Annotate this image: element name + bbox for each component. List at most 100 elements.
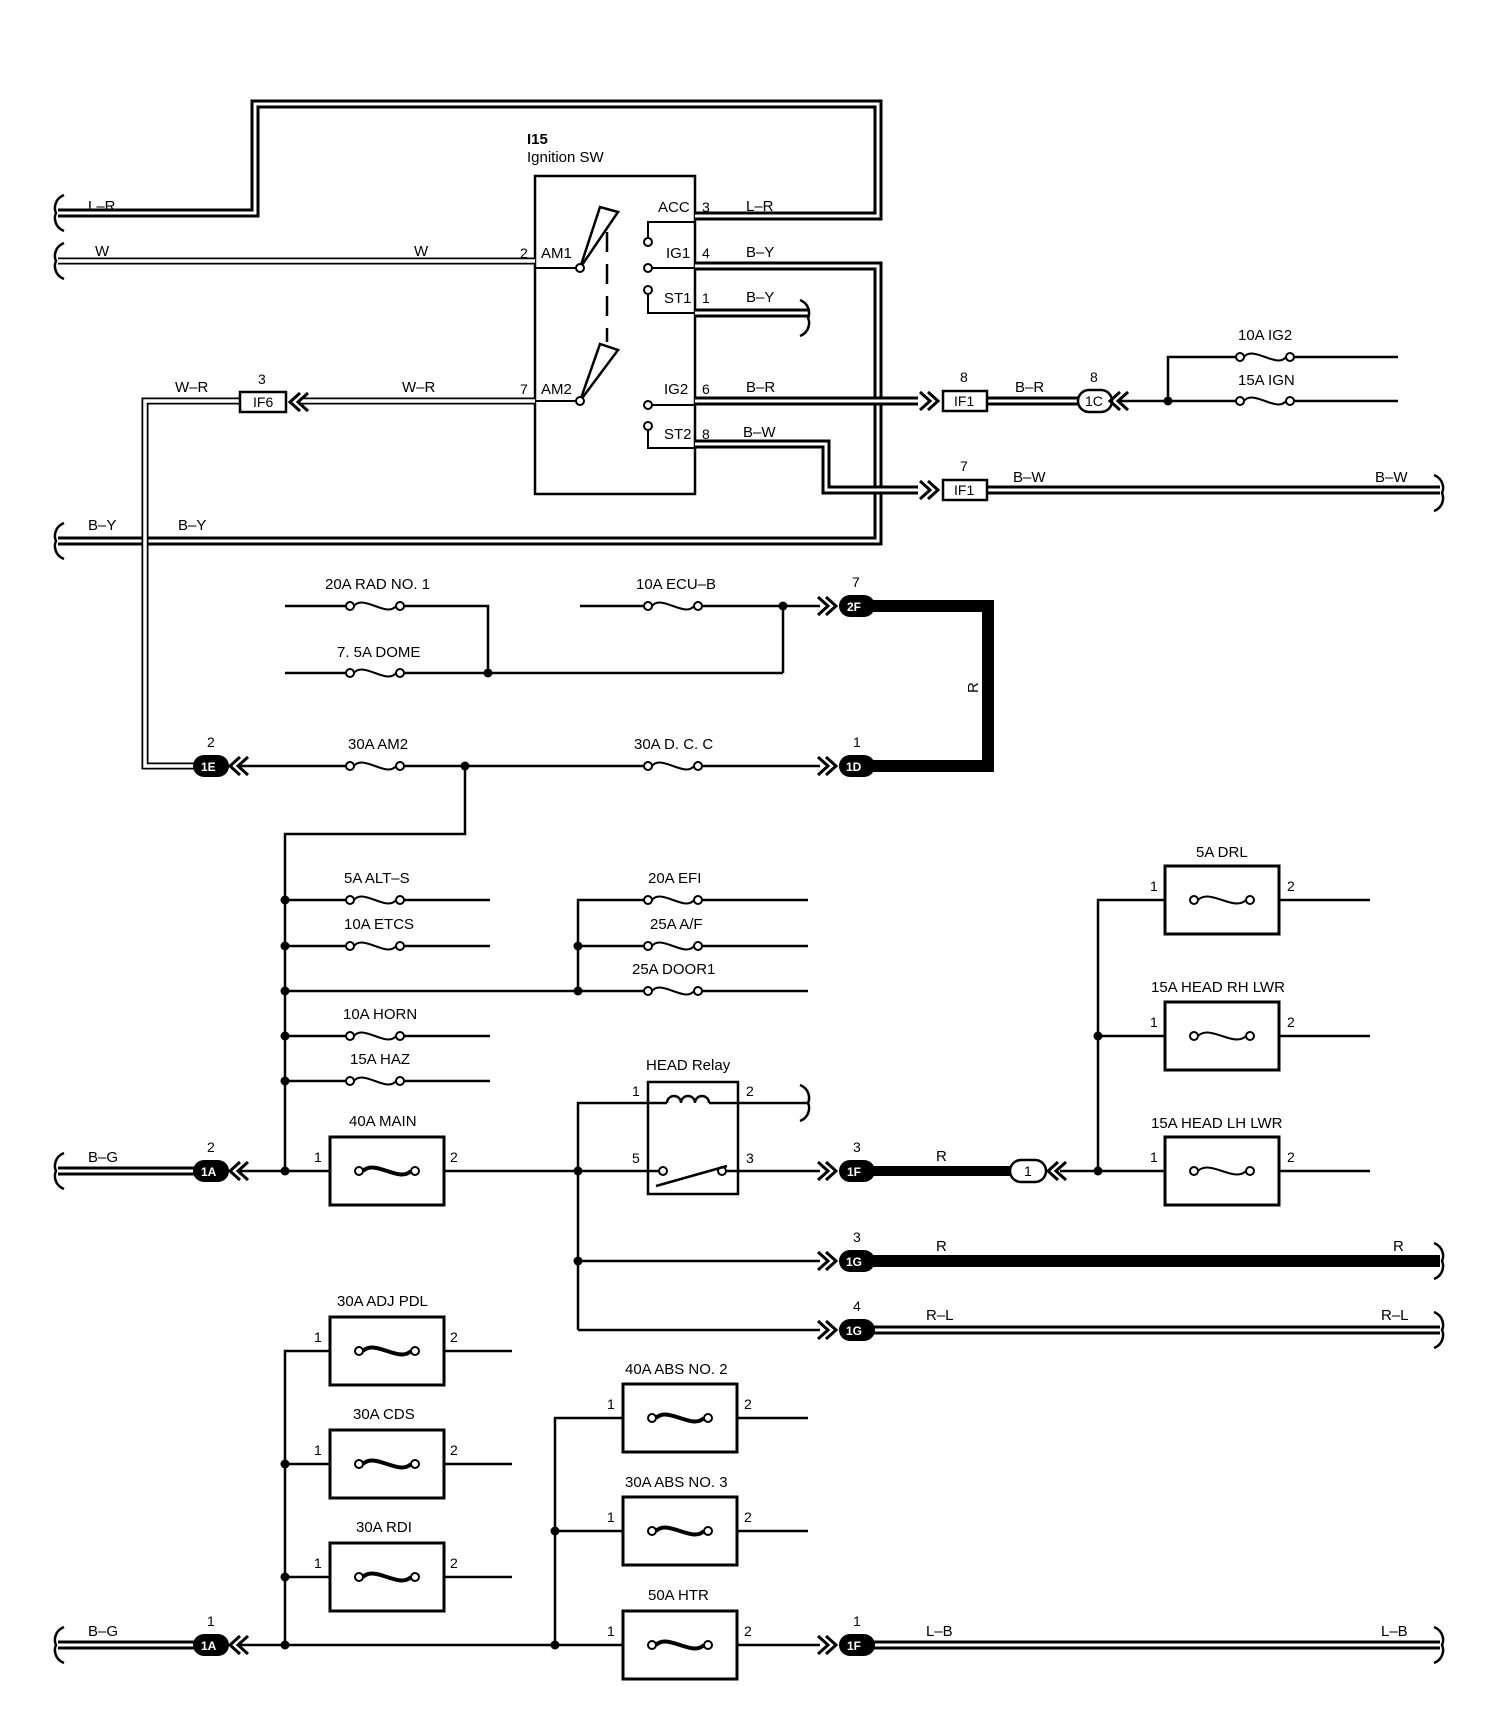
- connector-1c: 1C 8: [1076, 369, 1130, 414]
- svg-text:IF1: IF1: [954, 393, 974, 409]
- connector-if6: IF6 3: [238, 371, 310, 414]
- fuse-label-dcc: 30A D. C. C: [634, 736, 713, 753]
- am2-section: [240, 604, 820, 1171]
- svg-text:IF1: IF1: [954, 482, 974, 498]
- bottom-section: [240, 1349, 820, 1647]
- pin-1g-bottom: 4: [853, 1298, 861, 1314]
- fuse-label-ecub: 10A ECU–B: [636, 576, 716, 593]
- pin-cds-2: 2: [450, 1442, 458, 1458]
- term-ig2: IG2: [664, 381, 688, 398]
- relay-pin-3: 3: [746, 1150, 754, 1166]
- component-id: I15: [527, 131, 548, 148]
- wire-r-1f: R: [936, 1148, 947, 1165]
- fuse-label-headlh: 15A HEAD LH LWR: [1151, 1115, 1283, 1132]
- fuse-label-abs3: 30A ABS NO. 3: [625, 1474, 728, 1491]
- wire-wr-mid: W–R: [402, 379, 436, 396]
- fuse-label-haz: 15A HAZ: [350, 1051, 410, 1068]
- relay-pin-5: 5: [632, 1150, 640, 1166]
- wire-by-left: B–Y: [88, 517, 116, 534]
- component-name: Ignition SW: [527, 149, 605, 166]
- pin-drl-1: 1: [1150, 878, 1158, 894]
- fuse-label-dome: 7. 5A DOME: [337, 644, 420, 661]
- connector-1a-top: 1A 2: [193, 1139, 250, 1182]
- pin-ig2: 6: [702, 381, 710, 397]
- svg-text:1A: 1A: [201, 1165, 217, 1179]
- pin-rdi-2: 2: [450, 1555, 458, 1571]
- fuse-label-ign: 15A IGN: [1238, 372, 1295, 389]
- pin-st1: 1: [702, 290, 710, 306]
- fuse-label-horn: 10A HORN: [343, 1006, 417, 1023]
- pin-drl-2: 2: [1287, 878, 1295, 894]
- connector-1d: 1D 1: [816, 734, 875, 777]
- pin-ig1: 4: [702, 245, 710, 261]
- wire-lr-left: L–R: [88, 198, 116, 215]
- wire-lr-acc: L–R: [746, 198, 774, 215]
- relay-pin-2: 2: [746, 1083, 754, 1099]
- pin-st2: 8: [702, 426, 710, 442]
- pin-if1-top: 8: [960, 369, 968, 385]
- fuse-label-rad1: 20A RAD NO. 1: [325, 576, 430, 593]
- pin-abs2-1: 1: [607, 1396, 615, 1412]
- wire-rl-mid: R–L: [926, 1307, 954, 1324]
- wire-lb-right: L–B: [1381, 1623, 1408, 1640]
- fuse-label-main: 40A MAIN: [349, 1113, 417, 1130]
- pin-htr-1: 1: [607, 1623, 615, 1639]
- pin-1a-top: 2: [207, 1139, 215, 1155]
- wire-rl-right: R–L: [1381, 1307, 1409, 1324]
- fuse-label-am2: 30A AM2: [348, 736, 408, 753]
- fuse-label-af: 25A A/F: [650, 916, 703, 933]
- svg-text:1: 1: [1024, 1163, 1032, 1179]
- relay-pin-1: 1: [632, 1083, 640, 1099]
- connector-1e: 1E 2: [193, 734, 250, 777]
- fuse-label-abs2: 40A ABS NO. 2: [625, 1361, 728, 1378]
- pin-1g-top: 3: [853, 1229, 861, 1245]
- wire-lb-mid: L–B: [926, 1623, 953, 1640]
- pin-main-2: 2: [450, 1149, 458, 1165]
- pin-1f-bottom: 1: [853, 1613, 861, 1629]
- pin-am2: 7: [520, 381, 528, 397]
- wire-br-right: B–R: [1015, 379, 1044, 396]
- top-wiring: [58, 99, 1440, 770]
- wire-w-left: W: [95, 243, 110, 260]
- term-am2: AM2: [541, 381, 572, 398]
- pin-acc: 3: [702, 199, 710, 215]
- wire-r-loop: R: [965, 682, 982, 693]
- wire-r-right: R: [1393, 1238, 1404, 1255]
- wire-by-mid: B–Y: [178, 517, 206, 534]
- pin-headlh-1: 1: [1150, 1149, 1158, 1165]
- junction-1: 1: [1008, 1158, 1068, 1184]
- head-relay: HEAD Relay 1 2 5 3: [632, 1057, 754, 1196]
- connector-if1-top: IF1 8: [918, 369, 989, 413]
- connector-1f-bottom: 1F 1: [816, 1613, 875, 1656]
- fuse-label-drl: 5A DRL: [1196, 844, 1248, 861]
- connector-1a-bottom: 1A 1: [193, 1613, 250, 1656]
- svg-text:1E: 1E: [201, 760, 216, 774]
- pin-1d: 1: [853, 734, 861, 750]
- pin-abs3-2: 2: [744, 1509, 752, 1525]
- fuse-label-htr: 50A HTR: [648, 1587, 709, 1604]
- svg-text:1D: 1D: [846, 760, 862, 774]
- fuse-label-alts: 5A ALT–S: [344, 870, 410, 887]
- wire-wr-left: W–R: [175, 379, 209, 396]
- pin-cds-1: 1: [314, 1442, 322, 1458]
- connector-1g-r: 1G 3: [816, 1229, 875, 1272]
- pin-abs3-1: 1: [607, 1509, 615, 1525]
- pin-headrh-2: 2: [1287, 1014, 1295, 1030]
- connector-1g-rl: 1G 4: [816, 1298, 875, 1341]
- fuse-label-ig2: 10A IG2: [1238, 327, 1292, 344]
- term-st2: ST2: [664, 426, 692, 443]
- fuse-label-cds: 30A CDS: [353, 1406, 415, 1423]
- connector-if1-bottom: IF1 7: [918, 458, 989, 502]
- wire-by-ig1: B–Y: [746, 244, 774, 261]
- pin-htr-2: 2: [744, 1623, 752, 1639]
- wire-by-st1: B–Y: [746, 289, 774, 306]
- pin-abs2-2: 2: [744, 1396, 752, 1412]
- pin-1c: 8: [1090, 369, 1098, 385]
- wire-bw-right: B–W: [1375, 469, 1408, 486]
- svg-text:1G: 1G: [846, 1324, 862, 1338]
- wire-bw-st2: B–W: [743, 424, 776, 441]
- pin-1f-top: 3: [853, 1139, 861, 1155]
- svg-text:1G: 1G: [846, 1255, 862, 1269]
- fuse-label-efi: 20A EFI: [648, 870, 701, 887]
